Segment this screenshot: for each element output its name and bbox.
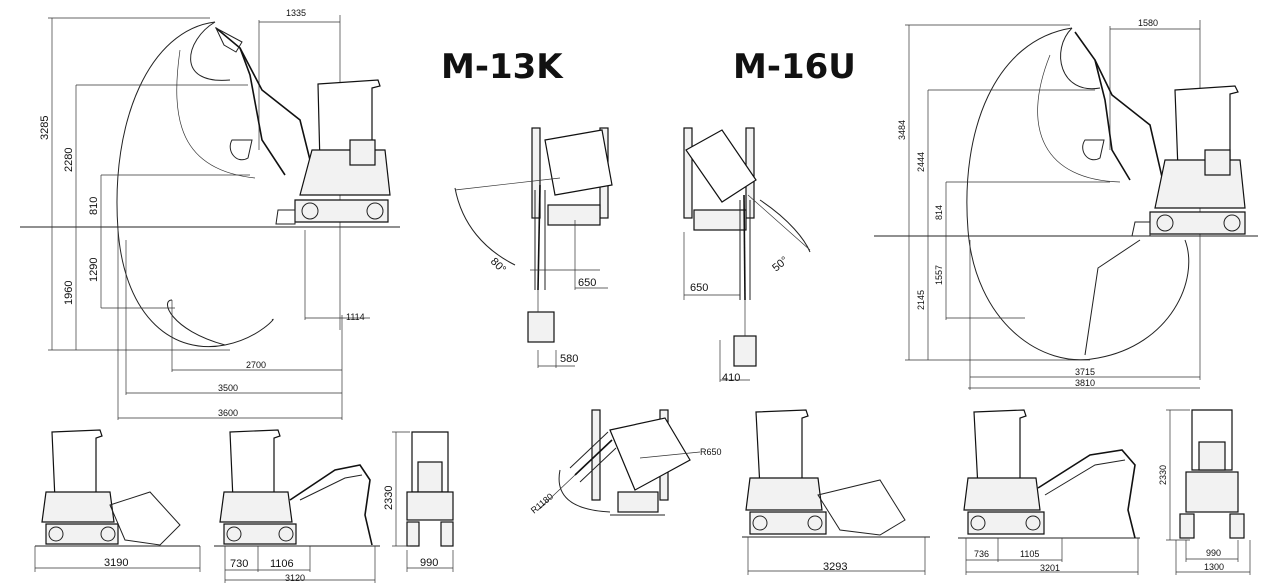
dim-m13k-swing-offset: 650 — [578, 277, 596, 289]
dim-m13k-blade-up: 810 — [88, 197, 100, 215]
m16u-front-view: 2330 990 1300 — [1158, 409, 1251, 575]
dim-m16u-max-height: 3484 — [897, 120, 907, 140]
m16u-swing-diagram: 50° 650 410 — [683, 127, 811, 384]
dim-m16u-height: 2330 — [1158, 465, 1168, 485]
m16u-extended-view: 736 1105 3201 — [958, 409, 1140, 575]
dim-m13k-dump-height: 2280 — [63, 148, 75, 172]
m16u-rotation-diagram: R650 R1180 — [529, 409, 722, 516]
dim-m16u-transport-length: 3293 — [823, 561, 847, 573]
m13k-swing-diagram: 80° 650 580 — [454, 127, 613, 368]
dim-m16u-rotation-tail: R650 — [700, 447, 722, 457]
dim-m16u-reach-3810: 3810 — [1075, 378, 1095, 388]
m13k-transport-view: 3190 — [34, 429, 201, 572]
dim-m16u-track-width: 1300 — [1204, 562, 1224, 572]
m16u-transport-view: 3293 — [742, 409, 930, 575]
dim-m13k-transport-length: 3190 — [104, 557, 128, 569]
dim-m13k-dig-depth: 1960 — [63, 281, 75, 305]
dim-m13k-max-height: 3285 — [39, 116, 51, 140]
dim-m13k-d730: 730 — [230, 558, 248, 570]
m13k-extended-view: 730 1106 3120 — [214, 429, 380, 583]
dim-m16u-reach-3715: 3715 — [1075, 367, 1095, 377]
dim-m16u-d736: 736 — [974, 549, 989, 559]
dim-m13k-d3120: 3120 — [285, 573, 305, 583]
dim-m13k-d1106: 1106 — [270, 558, 294, 570]
dim-m16u-bucket-width: 410 — [722, 372, 740, 384]
model-title-m13k: M-13K — [441, 47, 564, 87]
dim-m16u-blade-up: 814 — [934, 205, 944, 220]
dim-m16u-top-reach: 1580 — [1138, 18, 1158, 28]
dim-m13k-height: 2330 — [383, 486, 395, 510]
dim-m16u-rotation-front: R1180 — [529, 491, 555, 515]
dim-m13k-swing-angle: 80° — [488, 256, 508, 276]
dim-m13k-reach-3500: 3500 — [218, 383, 238, 393]
dim-m16u-d1105: 1105 — [1020, 549, 1039, 559]
dim-m13k-top-reach: 1335 — [286, 8, 306, 18]
dim-m13k-width: 990 — [420, 557, 438, 569]
dim-m13k-blade-down: 1290 — [88, 258, 100, 282]
m16u-working-range-diagram: 1580 3484 2444 814 1557 2145 3715 3810 — [874, 18, 1258, 390]
model-title-m16u: M-16U — [733, 47, 856, 87]
dim-m16u-width: 990 — [1206, 548, 1221, 558]
m13k-front-view: 2330 990 — [383, 431, 454, 572]
dim-m13k-reach-3600: 3600 — [218, 408, 238, 418]
dim-m13k-reach-2700: 2700 — [246, 360, 266, 370]
dim-m13k-bucket-width: 580 — [560, 353, 578, 365]
dim-m16u-dump-height: 2444 — [916, 152, 926, 172]
dim-m13k-tail-radius: 1114 — [346, 312, 365, 322]
dim-m16u-swing-offset: 650 — [690, 282, 708, 294]
m16u-machine-side — [1131, 85, 1246, 237]
dim-m16u-d3201: 3201 — [1040, 563, 1060, 573]
m13k-working-range-diagram: 1335 3285 2280 810 1290 1960 1114 2700 3… — [20, 8, 400, 420]
dim-m16u-swing-angle: 50° — [770, 254, 790, 274]
dim-m16u-dig-depth: 2145 — [916, 290, 926, 310]
dim-m16u-blade-down: 1557 — [934, 265, 944, 285]
m13k-machine-side — [275, 79, 391, 225]
